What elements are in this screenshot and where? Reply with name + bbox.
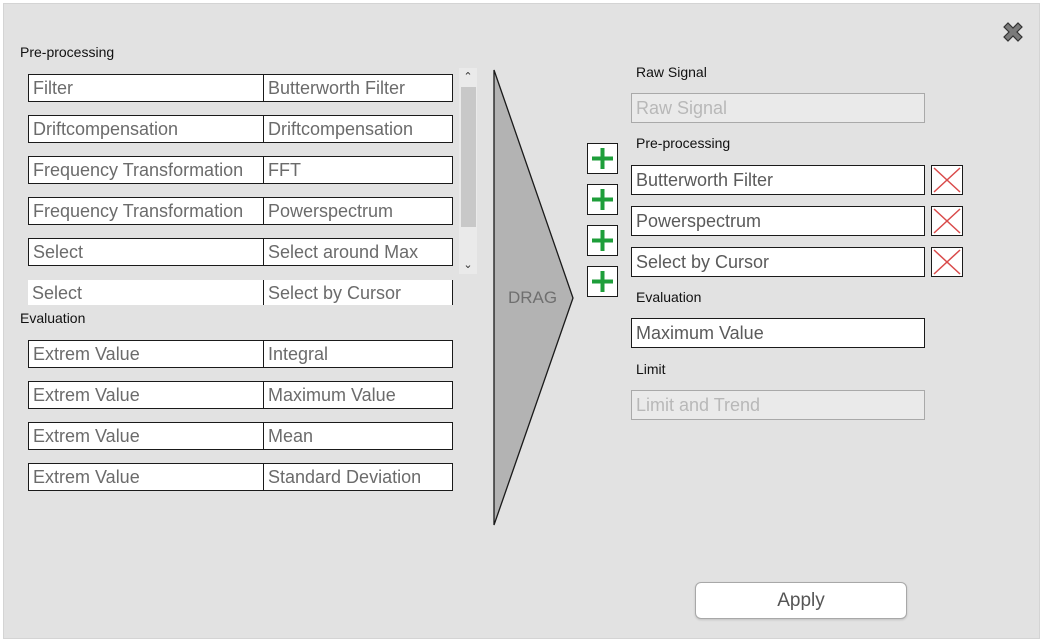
category-cell[interactable]: Extrem Value — [28, 381, 264, 409]
drag-arrow-icon — [493, 69, 574, 526]
plus-icon — [592, 271, 613, 292]
add-button[interactable] — [587, 184, 618, 215]
delete-x-icon — [933, 208, 961, 234]
apply-button[interactable]: Apply — [695, 582, 907, 619]
method-cell[interactable]: Select by Cursor — [263, 280, 453, 305]
drag-label: DRAG — [508, 288, 558, 307]
selected-preprocessing-item[interactable]: Powerspectrum — [631, 206, 925, 236]
category-cell[interactable]: Extrem Value — [28, 340, 264, 368]
selected-preprocessing-item[interactable]: Select by Cursor — [631, 247, 925, 277]
method-cell[interactable]: Driftcompensation — [263, 115, 453, 143]
evaluation-section-label: Evaluation — [20, 310, 86, 326]
selected-evaluation-item[interactable]: Maximum Value — [631, 318, 925, 348]
close-icon[interactable] — [1001, 20, 1025, 44]
raw-signal-field: Raw Signal — [631, 93, 925, 123]
limit-field: Limit and Trend — [631, 390, 925, 420]
delete-x-icon — [933, 249, 961, 275]
remove-button[interactable] — [931, 165, 963, 195]
plus-icon — [592, 230, 613, 251]
remove-button[interactable] — [931, 247, 963, 277]
method-cell[interactable]: Standard Deviation — [263, 463, 453, 491]
category-cell[interactable]: Driftcompensation — [28, 115, 264, 143]
selected-preprocessing-item[interactable]: Butterworth Filter — [631, 165, 925, 195]
preprocessing-section-label: Pre-processing — [20, 44, 115, 60]
method-cell[interactable]: FFT — [263, 156, 453, 184]
category-cell[interactable]: Frequency Transformation — [28, 197, 264, 225]
category-cell[interactable]: Extrem Value — [28, 422, 264, 450]
add-button[interactable] — [587, 225, 618, 256]
method-cell[interactable]: Mean — [263, 422, 453, 450]
add-button[interactable] — [587, 266, 618, 297]
remove-button[interactable] — [931, 206, 963, 236]
category-cell[interactable]: Select — [28, 238, 264, 266]
category-cell[interactable]: Extrem Value — [28, 463, 264, 491]
method-cell[interactable]: Butterworth Filter — [263, 74, 453, 102]
delete-x-icon — [933, 167, 961, 193]
scroll-down-icon[interactable]: ⌄ — [463, 259, 473, 271]
scroll-up-icon[interactable]: ⌃ — [463, 71, 473, 83]
method-cell[interactable]: Powerspectrum — [263, 197, 453, 225]
method-cell[interactable]: Integral — [263, 340, 453, 368]
preprocessing-label: Pre-processing — [636, 135, 731, 151]
category-cell[interactable]: Filter — [28, 74, 264, 102]
limit-label: Limit — [636, 361, 666, 377]
scrollbar-thumb[interactable] — [461, 87, 476, 227]
plus-icon — [592, 189, 613, 210]
method-cell[interactable]: Maximum Value — [263, 381, 453, 409]
method-cell[interactable]: Select around Max — [263, 238, 453, 266]
category-cell[interactable]: Frequency Transformation — [28, 156, 264, 184]
category-cell[interactable]: Select — [28, 280, 264, 305]
evaluation-label: Evaluation — [636, 289, 702, 305]
raw-signal-label: Raw Signal — [636, 64, 707, 80]
plus-icon — [592, 148, 613, 169]
add-button[interactable] — [587, 143, 618, 174]
